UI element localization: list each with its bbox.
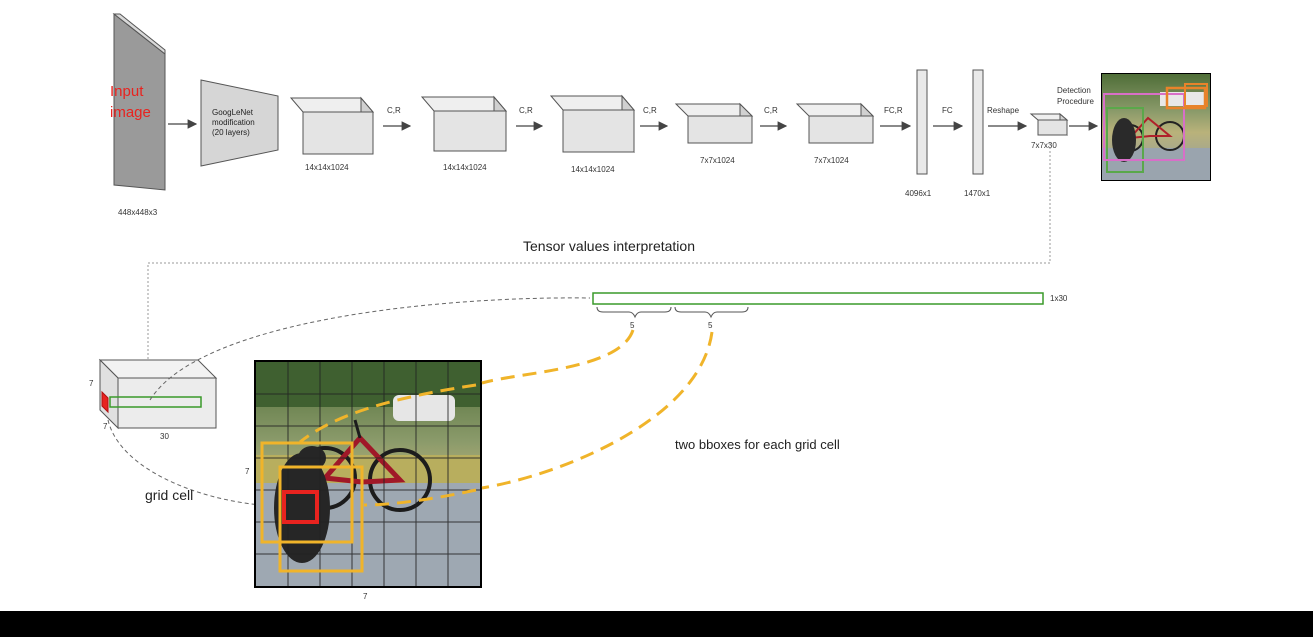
arrow-label-3: C,R (643, 106, 657, 115)
input-image-title-1: Input (110, 83, 144, 100)
cube-to-vector-curve (149, 297, 591, 401)
googlenet-block (200, 79, 279, 167)
bbox1-curve (481, 329, 635, 385)
block-size-2: 14x14x1024 (443, 163, 487, 172)
googlenet-label-2: modification (212, 118, 255, 127)
grid-bottom-label: 7 (363, 592, 368, 601)
bottom-black-bar (0, 611, 1313, 637)
googlenet-label-3: (20 layers) (212, 128, 250, 137)
interpretation-title: Tensor values interpretation (523, 238, 695, 254)
cube-height-label: 7 (89, 379, 94, 388)
conv-block-2 (420, 95, 508, 152)
brace-left-label: 5 (630, 321, 635, 330)
conv-block-4 (674, 102, 754, 144)
dotted-connector (147, 143, 1051, 360)
block-size-1: 14x14x1024 (305, 163, 349, 172)
conv-block-5 (795, 102, 875, 144)
tensor-cube-7x7x30 (98, 358, 218, 430)
cube-width-label: 30 (160, 432, 169, 441)
arrow-label-2: C,R (519, 106, 533, 115)
diagram-canvas: Input image 448x448x3 GoogLeNet modifica… (89, 12, 1211, 601)
bbox1-curve-inner (299, 383, 477, 444)
output-tensor-cube (1029, 112, 1069, 136)
conv-block-3 (549, 94, 636, 154)
output-vector-1x30 (592, 292, 1044, 305)
block-size-5: 7x7x1024 (814, 156, 849, 165)
input-size-label: 448x448x3 (118, 208, 158, 217)
grid-cell-label: grid cell (145, 487, 193, 503)
detection-result-thumbnail (1101, 73, 1211, 181)
brace-second-bbox (674, 306, 749, 319)
grid-side-label: 7 (245, 467, 250, 476)
cube-to-gridcell-curve (107, 419, 263, 506)
brace-right-label: 5 (708, 321, 713, 330)
fc-layer-1 (916, 69, 928, 175)
vector-size-label: 1x30 (1050, 294, 1068, 303)
detection-label-2: Procedure (1057, 97, 1094, 106)
arrow-label-1: C,R (387, 106, 401, 115)
fc1-size-label: 4096x1 (905, 189, 932, 198)
block-size-4: 7x7x1024 (700, 156, 735, 165)
googlenet-label-1: GoogLeNet (212, 108, 254, 117)
bbox2-curve (481, 331, 714, 490)
arrow-label-4: C,R (764, 106, 778, 115)
output-size-label: 7x7x30 (1031, 141, 1057, 150)
grid-photo (254, 360, 482, 588)
cube-depth-label: 7 (103, 422, 108, 431)
brace-first-bbox (596, 306, 672, 319)
detection-label-1: Detection (1057, 86, 1091, 95)
input-image-slab (112, 12, 166, 191)
arrow-label-6: FC (942, 106, 953, 115)
conv-block-1 (289, 96, 375, 155)
block-size-3: 14x14x1024 (571, 165, 615, 174)
input-image-title-2: image (110, 104, 151, 121)
arrow-label-5: FC,R (884, 106, 903, 115)
fc-layer-2 (972, 69, 984, 175)
arrow-label-7: Reshape (987, 106, 1020, 115)
bbox-note: two bboxes for each grid cell (675, 437, 840, 452)
fc2-size-label: 1470x1 (964, 189, 991, 198)
